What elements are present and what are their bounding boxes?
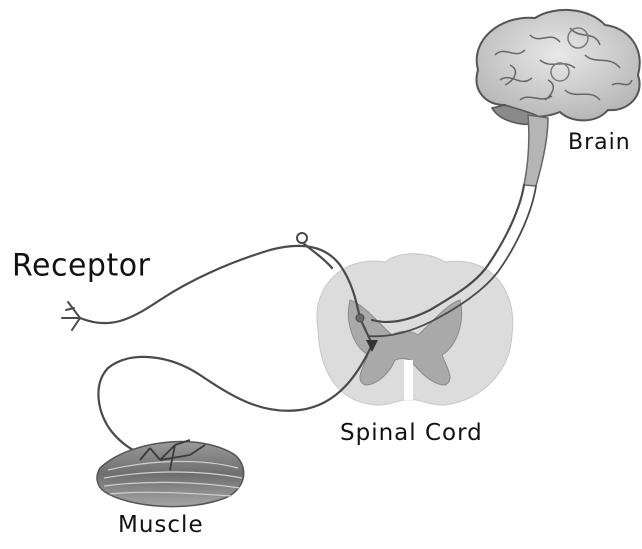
brain-illustration xyxy=(477,10,640,186)
brain-label: Brain xyxy=(568,130,631,155)
brain-stem xyxy=(524,115,548,186)
receptor-endings xyxy=(62,302,80,330)
muscle-body xyxy=(97,442,244,507)
central-canal xyxy=(404,360,413,400)
receptor-label: Receptor xyxy=(12,247,150,284)
ganglion-cell-body xyxy=(297,233,307,243)
dorsal-horn-neuron xyxy=(356,314,364,322)
spinal-cord-label: Spinal Cord xyxy=(340,420,483,446)
muscle-illustration xyxy=(97,440,244,507)
brain-hemisphere xyxy=(477,10,640,120)
muscle-label: Muscle xyxy=(118,512,204,538)
